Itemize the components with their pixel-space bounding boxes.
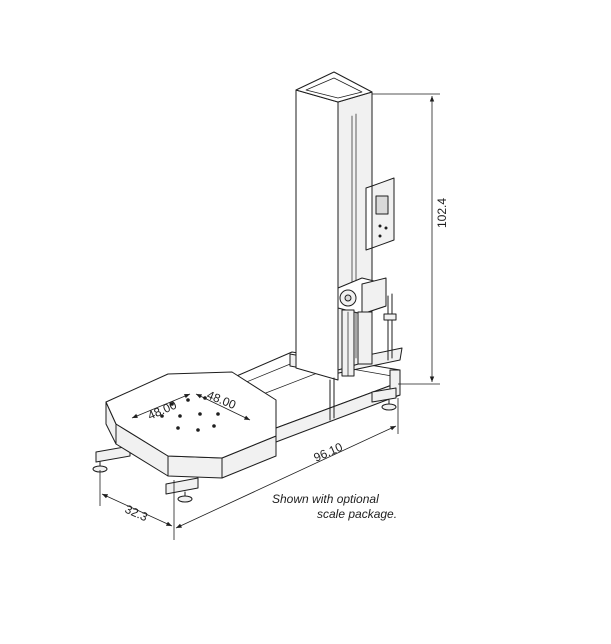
note: Shown with optional scale package.	[272, 492, 397, 521]
film-carriage	[337, 277, 387, 377]
scale-post	[329, 293, 397, 421]
height-dimension-label: 102.4	[435, 198, 449, 228]
note-line-1: Shown with optional	[272, 492, 379, 506]
width-dimension-label: 32.3	[123, 502, 150, 524]
height-dimension: 102.4	[372, 93, 449, 385]
control-panel	[365, 177, 395, 251]
width-dimension: 32.3	[99, 470, 173, 527]
leveling-feet	[92, 387, 397, 503]
length-dimension-label: 96.10	[312, 440, 345, 465]
note-line-2: scale package.	[317, 507, 397, 521]
turntable: 48.00 48.00	[105, 371, 277, 479]
